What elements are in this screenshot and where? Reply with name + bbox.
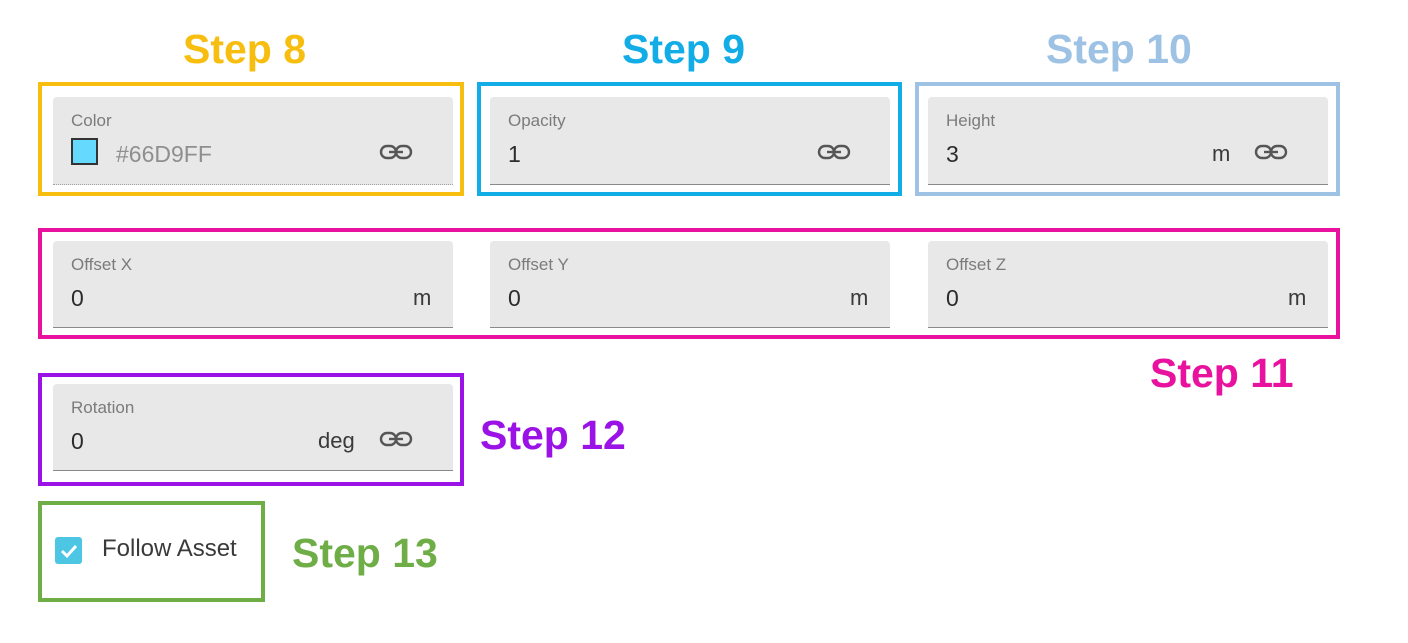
offset-y-label: Offset Y: [508, 255, 569, 274]
link-icon[interactable]: [379, 141, 413, 163]
step-11-highlight: [38, 228, 1340, 339]
height-field[interactable]: Height 3 m: [928, 97, 1328, 185]
height-field-label: Height: [946, 111, 996, 130]
offset-z-label: Offset Z: [946, 255, 1007, 274]
height-value[interactable]: 3: [946, 141, 959, 167]
offset-x-field[interactable]: Offset X 0 m: [53, 241, 453, 328]
offset-z-value[interactable]: 0: [946, 285, 959, 311]
offset-z-unit: m: [1288, 285, 1307, 310]
color-field-label: Color: [71, 111, 112, 130]
step-12-label: Step 12: [480, 412, 626, 458]
offset-y-field[interactable]: Offset Y 0 m: [490, 241, 890, 328]
checkmark-icon: [60, 544, 77, 558]
step-8-highlight: [38, 82, 464, 196]
step-10-highlight: [915, 82, 1340, 196]
color-swatch[interactable]: [71, 138, 98, 165]
step-9-label: Step 9: [622, 26, 746, 72]
height-unit: m: [1212, 141, 1231, 166]
rotation-value[interactable]: 0: [71, 428, 84, 454]
step-13-highlight: [38, 501, 265, 602]
rotation-label: Rotation: [71, 398, 135, 417]
follow-asset-checkbox[interactable]: [55, 537, 82, 564]
offset-y-unit: m: [850, 285, 869, 310]
offset-y-value[interactable]: 0: [508, 285, 521, 311]
offset-x-value[interactable]: 0: [71, 285, 84, 311]
opacity-value[interactable]: 1: [508, 141, 521, 167]
step-9-highlight: [477, 82, 902, 196]
opacity-field-label: Opacity: [508, 111, 566, 130]
step-11-label: Step 11: [1150, 350, 1294, 396]
color-field[interactable]: Color #66D9FF: [53, 97, 453, 185]
link-icon[interactable]: [379, 428, 413, 450]
offset-x-label: Offset X: [71, 255, 133, 274]
link-icon[interactable]: [1254, 141, 1288, 163]
step-8-label: Step 8: [183, 26, 307, 72]
rotation-field[interactable]: Rotation 0 deg: [53, 384, 453, 471]
offset-x-unit: m: [413, 285, 432, 310]
offset-z-field[interactable]: Offset Z 0 m: [928, 241, 1328, 328]
color-value: #66D9FF: [116, 141, 212, 167]
link-icon[interactable]: [817, 141, 851, 163]
follow-asset-label[interactable]: Follow Asset: [102, 535, 237, 562]
opacity-field[interactable]: Opacity 1: [490, 97, 890, 185]
step-10-label: Step 10: [1046, 26, 1192, 72]
rotation-unit: deg: [318, 428, 355, 453]
step-12-highlight: [38, 373, 464, 486]
step-13-label: Step 13: [292, 530, 438, 576]
